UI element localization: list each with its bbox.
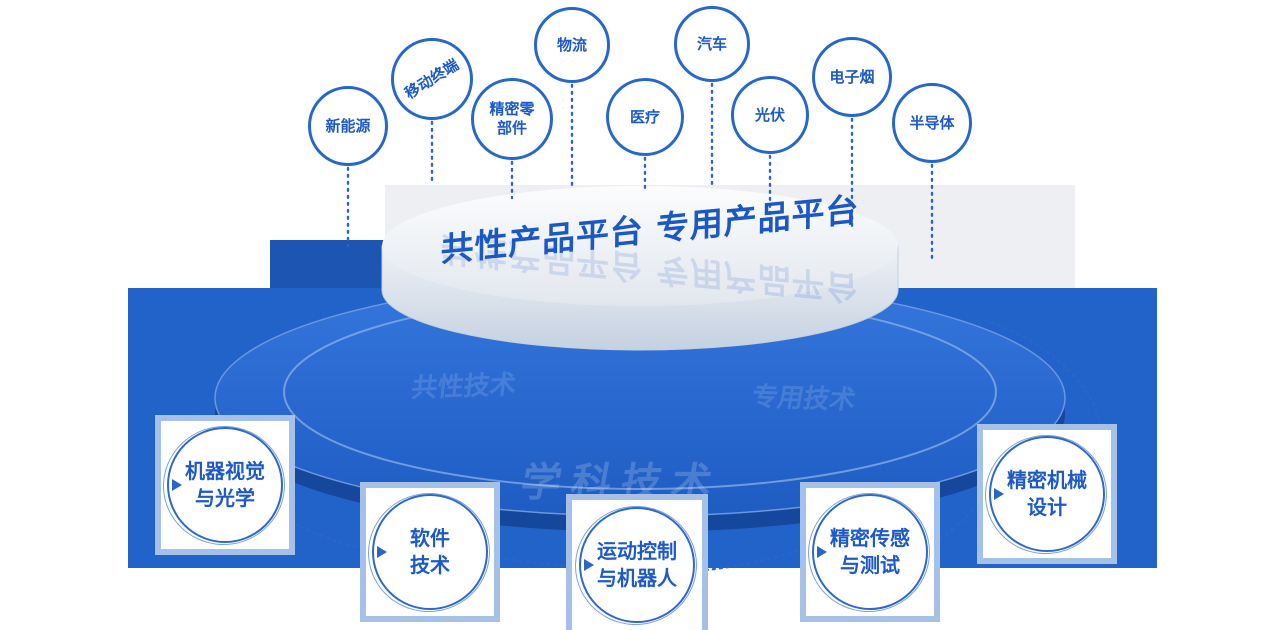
- industry-label: 精密零 部件: [489, 100, 535, 137]
- arrow-right-icon: [172, 479, 182, 491]
- arrow-right-icon: [817, 546, 827, 558]
- tech-label: 机器视觉 与光学: [185, 459, 265, 510]
- tech-box-software: 软件 技术: [360, 482, 500, 622]
- industry-label: 新能源: [325, 116, 371, 135]
- tech-label: 精密传感 与测试: [830, 526, 910, 577]
- watermark-common-tech: 共性技术: [409, 370, 518, 404]
- arrow-right-icon: [377, 546, 387, 558]
- industry-circle-logistics: 物流: [534, 7, 610, 83]
- tech-circle: 精密机械 设计: [989, 436, 1105, 552]
- industry-circle-photovoltaic: 光伏: [731, 76, 809, 154]
- tech-label: 精密机械 设计: [1007, 468, 1087, 519]
- tech-box-motion-control-robotics: 运动控制 与机器人: [566, 494, 708, 630]
- tech-circle: 机器视觉 与光学: [167, 427, 283, 543]
- industry-label: 光伏: [754, 105, 785, 124]
- tech-circle: 运动控制 与机器人: [579, 507, 695, 623]
- industry-circle-mobile-terminal: 移动终端: [391, 38, 473, 120]
- industry-circle-semiconductor: 半导体: [892, 83, 972, 163]
- tech-label: 运动控制 与机器人: [597, 539, 677, 590]
- arrow-right-icon: [994, 488, 1004, 500]
- tech-box-precision-mechanical-design: 精密机械 设计: [977, 424, 1117, 564]
- tech-box-precision-sensing-testing: 精密传感 与测试: [800, 482, 940, 622]
- industry-circle-precision-parts: 精密零 部件: [471, 78, 553, 160]
- industry-circle-new-energy: 新能源: [308, 86, 388, 166]
- dark-blue-panel: [270, 240, 385, 290]
- industry-label: 电子烟: [829, 67, 875, 86]
- industry-label: 汽车: [696, 34, 727, 53]
- tech-circle: 精密传感 与测试: [812, 494, 928, 610]
- industry-label: 半导体: [909, 113, 955, 132]
- industry-label: 物流: [556, 35, 587, 54]
- industry-circle-medical: 医疗: [606, 78, 684, 156]
- industry-circle-automotive: 汽车: [674, 6, 750, 82]
- arrow-right-icon: [584, 559, 594, 571]
- tech-label: 软件 技术: [410, 526, 450, 577]
- industry-circle-e-cigarette: 电子烟: [812, 37, 892, 117]
- tech-box-machine-vision-optics: 机器视觉 与光学: [155, 415, 295, 555]
- watermark-special-tech: 专用技术: [749, 382, 858, 416]
- tech-circle: 软件 技术: [372, 494, 488, 610]
- industry-label: 医疗: [629, 107, 660, 126]
- industry-label: 移动终端: [401, 55, 463, 103]
